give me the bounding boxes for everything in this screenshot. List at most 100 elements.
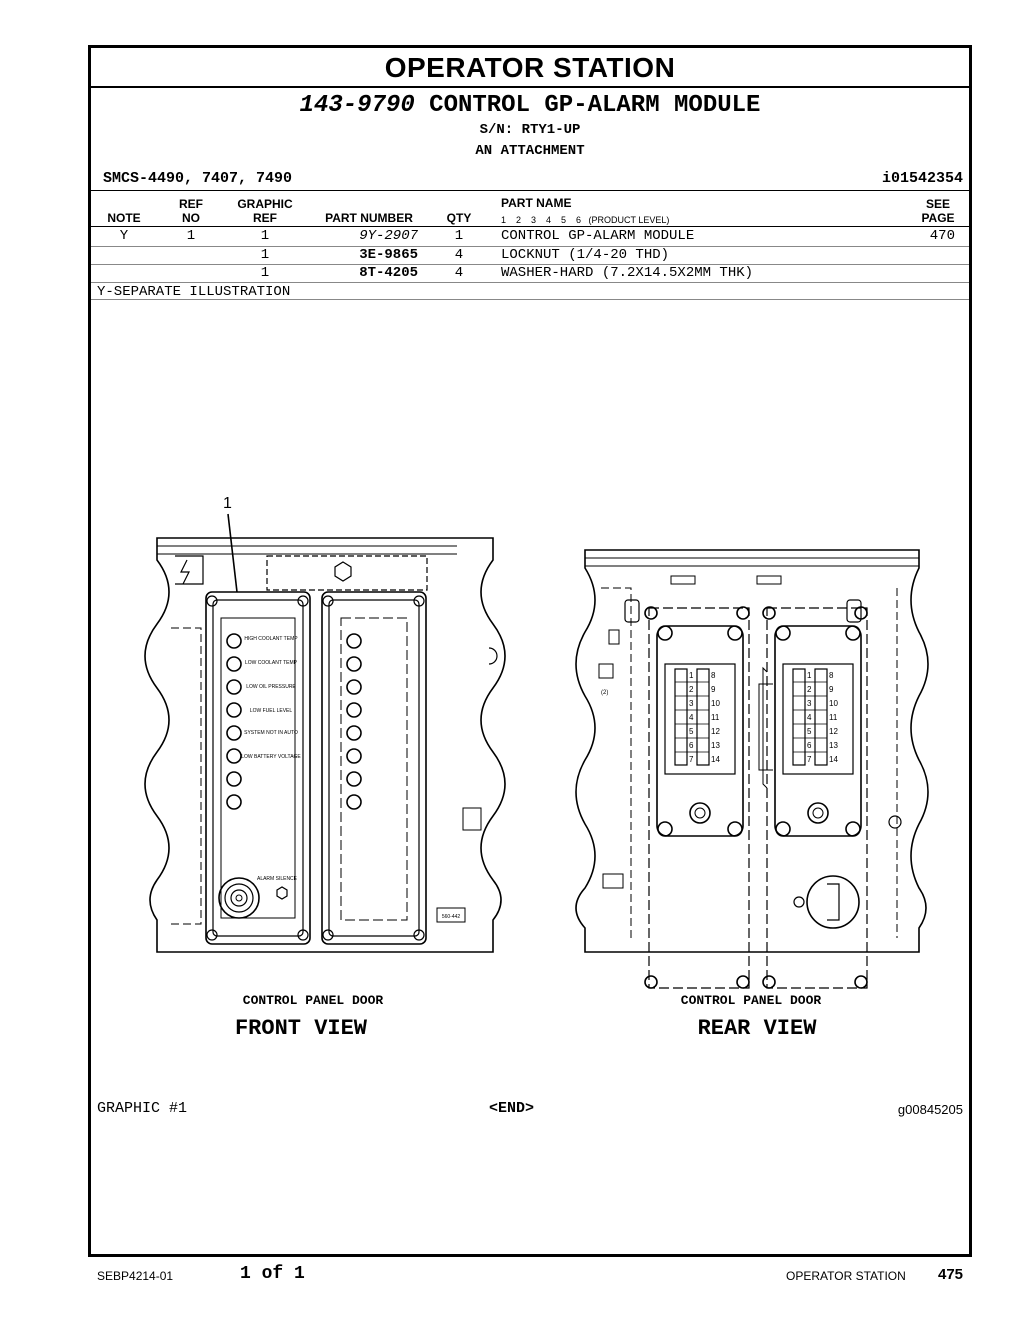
row1-part-name: CONTROL GP-ALARM MODULE: [501, 228, 695, 244]
terminal-label-5: 5: [689, 727, 694, 736]
serial-number: S/N: RTY1-UP: [479, 122, 581, 138]
alarm-horn-rear: [806, 875, 860, 929]
group-part-number[interactable]: 143-9790: [299, 92, 415, 119]
exploded-view-illustration: 1: [144, 495, 929, 1041]
terminal-label-6: 6: [689, 741, 694, 750]
terminal-label-5: 5: [807, 727, 812, 736]
row3-part-number: 8T-4205: [359, 265, 418, 281]
rear-caption-bottom: REAR VIEW: [698, 1016, 818, 1041]
terminal-label-3: 3: [689, 699, 694, 708]
col-see-header-bottom: PAGE: [921, 211, 955, 225]
col-part-name-header: PART NAME: [501, 196, 572, 210]
table-footnote: Y-SEPARATE ILLUSTRATION: [97, 284, 291, 300]
col-ref-header-top: REF: [179, 197, 203, 211]
indicator-label-4: LOW FUEL LEVEL: [250, 708, 293, 714]
row1-qty: 1: [454, 228, 464, 244]
footer-doc-number: SEBP4214-01: [97, 1269, 174, 1283]
terminal-label-12: 12: [829, 727, 838, 736]
footnote-rule: [91, 299, 969, 300]
terminal-label-14: 14: [711, 755, 720, 764]
indicator-lamps-front: [226, 633, 242, 810]
smcs-codes: SMCS-4490, 7407, 7490: [103, 170, 293, 187]
row1-graphic: 1: [260, 228, 270, 244]
row-divider: [91, 246, 969, 247]
col-see-header-top: SEE: [925, 197, 950, 211]
col-graphic-header-bottom: REF: [253, 211, 277, 225]
terminal-strip-right: [792, 668, 828, 766]
table-top-rule: [91, 190, 969, 191]
terminal-label-4: 4: [689, 713, 694, 722]
terminal-label-1: 1: [689, 671, 694, 680]
info-code: i01542354: [881, 170, 963, 187]
product-level-header: 1 2 3 4 5 6 (PRODUCT LEVEL): [501, 215, 670, 225]
alarm-silence-label: ALARM SILENCE: [257, 876, 298, 882]
terminal-label-11: 11: [711, 713, 720, 722]
col-part-number-header: PART NUMBER: [325, 211, 413, 225]
terminal-label-8: 8: [829, 671, 834, 680]
indicator-label-3: LOW OIL PRESSURE: [246, 684, 296, 690]
page-frame: OPERATOR STATION 143-9790 CONTROL GP-ALA…: [88, 45, 972, 1257]
terminal-label-10: 10: [829, 699, 838, 708]
indicator-label-1: HIGH COOLANT TEMP: [244, 636, 298, 642]
terminal-label-11: 11: [829, 713, 838, 722]
indicator-label-6: LOW BATTERY VOLTAGE: [241, 754, 301, 760]
terminal-label-1: 1: [807, 671, 812, 680]
graphic-label: GRAPHIC #1: [97, 1100, 188, 1117]
row1-note: Y: [119, 228, 129, 244]
terminal-strip-left: [674, 668, 710, 766]
row3-part-name: WASHER-HARD (7.2X14.5X2MM THK): [501, 265, 754, 281]
terminal-label-12: 12: [711, 727, 720, 736]
section-title: OPERATOR STATION: [91, 48, 969, 88]
col-graphic-header-top: GRAPHIC: [237, 197, 293, 211]
rear-caption-top: CONTROL PANEL DOOR: [681, 993, 822, 1008]
indicator-label-2: LOW COOLANT TEMP: [245, 660, 298, 666]
terminal-label-2: 2: [689, 685, 694, 694]
row2-part-name: LOCKNUT (1/4-20 THD): [501, 247, 670, 263]
row1-part-number[interactable]: 9Y-2907: [359, 228, 418, 244]
terminal-label-9: 9: [711, 685, 716, 694]
indicator-label-5: SYSTEM NOT IN AUTO: [244, 730, 298, 736]
col-qty-header: QTY: [446, 211, 472, 225]
row1-see-page[interactable]: 470: [929, 228, 955, 244]
terminal-label-6: 6: [807, 741, 812, 750]
terminal-label-8: 8: [711, 671, 716, 680]
terminal-label-13: 13: [829, 741, 838, 750]
row-divider: [91, 282, 969, 283]
terminal-label-14: 14: [829, 755, 838, 764]
terminal-label-13: 13: [711, 741, 720, 750]
terminal-label-2: 2: [807, 685, 812, 694]
row2-qty: 4: [454, 247, 464, 263]
rear-door-drawing: 1 2 3 4 5 6 7 8 9 10 11 12 13 14 (2): [575, 549, 929, 989]
terminal-label-9: 9: [829, 685, 834, 694]
col-note-header: NOTE: [107, 211, 141, 225]
front-caption-bottom: FRONT VIEW: [235, 1016, 368, 1041]
terminal-label-7: 7: [689, 755, 694, 764]
front-door-drawing: HIGH COOLANT TEMP LOW COOLANT TEMP LOW O…: [144, 537, 506, 953]
callout-leader: [227, 513, 238, 593]
terminal-label-4: 4: [807, 713, 812, 722]
graphic-code: g00845205: [897, 1102, 963, 1117]
terminal-label-3: 3: [807, 699, 812, 708]
group-title: CONTROL GP-ALARM MODULE: [429, 92, 761, 119]
row2-part-number: 3E-9865: [359, 247, 418, 263]
row1-ref: 1: [186, 228, 196, 244]
group-header: 143-9790 CONTROL GP-ALARM MODULE: [91, 92, 969, 119]
alarm-horn: [218, 877, 260, 919]
terminal-label-7: 7: [807, 755, 812, 764]
row3-qty: 4: [454, 265, 464, 281]
row2-graphic: 1: [260, 247, 270, 263]
col-ref-header-bottom: NO: [182, 211, 200, 225]
row3-graphic: 1: [260, 265, 270, 281]
attachment-label: AN ATTACHMENT: [475, 143, 585, 159]
side-label: (2): [601, 690, 608, 696]
front-caption-top: CONTROL PANEL DOOR: [243, 993, 384, 1008]
drawing-code: 560-442: [442, 914, 461, 920]
header-rule: [91, 226, 969, 227]
footer-section: OPERATOR STATION: [786, 1269, 906, 1283]
row-divider: [91, 264, 969, 265]
terminal-label-10: 10: [711, 699, 720, 708]
callout-number: 1: [223, 495, 232, 512]
footer-page-number: 475: [938, 1266, 964, 1283]
indicator-lamps-back: [346, 633, 362, 810]
footer-page-of: 1 of 1: [240, 1264, 305, 1284]
